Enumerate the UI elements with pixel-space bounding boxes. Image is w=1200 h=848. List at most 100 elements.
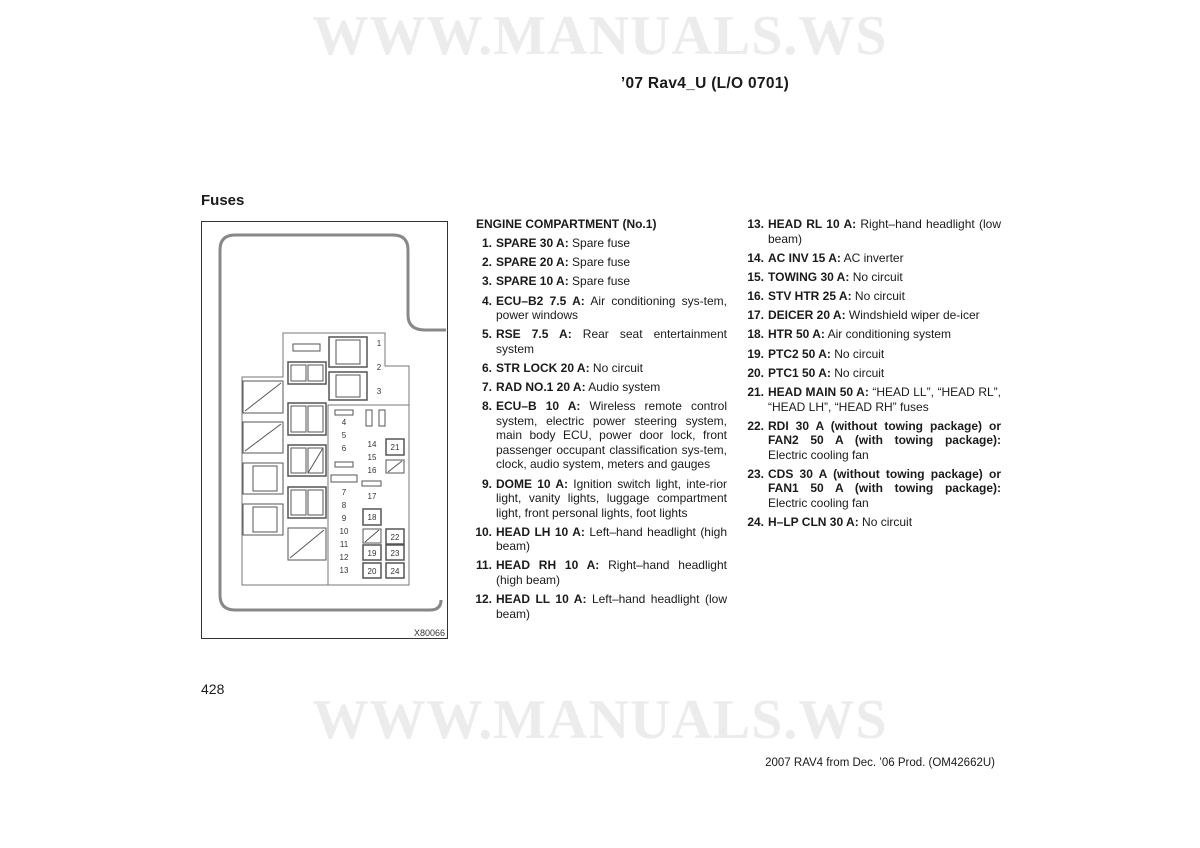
fuse-label-11: 11: [340, 540, 349, 549]
fuse-label-7: 7: [342, 488, 347, 497]
fuse-description: “HEAD LL”, “HEAD RL”, “HEAD LH”, “HEAD R…: [768, 385, 1001, 414]
fuse-name: HEAD RH 10 A:: [496, 558, 600, 573]
fuse-description: No circuit: [852, 269, 903, 284]
fuse-list-item: 20. PTC1 50 A: No circuit: [740, 366, 1001, 381]
item-number: 5.: [481, 327, 492, 342]
fuse-name: RSE 7.5 A:: [496, 327, 572, 342]
diagram-code: X80066: [414, 628, 445, 638]
fuse-label-15: 15: [368, 453, 377, 462]
fuse-description: Rear seat entertainment system: [496, 327, 727, 356]
fuse-description: Ignition switch light, inte-rior light, …: [496, 476, 728, 520]
item-number: 12.: [475, 592, 492, 607]
fuse-list-item: 16.STV HTR 25 A: No circuit: [740, 289, 1001, 304]
fuse-description: Air conditioning system: [827, 327, 951, 342]
item-number: 20.: [747, 365, 764, 380]
item-number: 10.: [475, 524, 492, 539]
item-text: HTR 50 A: Air conditioning system: [768, 327, 1001, 342]
fuse-list-item: 14. AC INV 15 A: AC inverter: [740, 251, 1001, 266]
fuse-list-item: 9.DOME 10 A: Ignition switch light, inte…: [468, 477, 727, 521]
fuse-name: HTR 50 A:: [768, 327, 825, 342]
fuse-label-5: 5: [342, 431, 347, 440]
fuse-list-item: 23.CDS 30 A (without towing package) or …: [740, 467, 1001, 511]
item-number: 9.: [481, 476, 492, 491]
fuse-list-item: 24.H–LP CLN 30 A: No circuit: [740, 515, 1001, 530]
item-number: 24.: [747, 515, 764, 530]
fuse-description: Windshield wiper de-icer: [848, 308, 980, 323]
item-number: 18.: [747, 327, 764, 342]
fuse-label-17: 17: [368, 492, 377, 501]
section-title: Fuses: [201, 192, 245, 209]
fuse-list-item: 13. HEAD RL 10 A: Right–hand headlight (l…: [740, 217, 1001, 246]
item-number: 8.: [481, 399, 492, 414]
item-number: 11.: [475, 558, 492, 573]
fuse-label-12: 12: [340, 553, 349, 562]
item-number: 2.: [481, 255, 492, 270]
fuse-list-column-1: ENGINE COMPARTMENT (No.1) 1.SPARE 30 A: …: [468, 217, 727, 626]
fuse-label-8: 8: [342, 501, 347, 510]
fuse-label-10: 10: [340, 527, 349, 536]
fuse-label-1: 1: [377, 339, 382, 348]
fuse-list-item: 7.RAD NO.1 20 A: Audio system: [468, 380, 727, 395]
fuse-description: Right–hand headlight (low beam): [768, 217, 1001, 246]
fuse-description: No circuit: [834, 365, 885, 380]
fuse-list-item: 22. RDI 30 A (without towing package) or …: [740, 419, 1001, 463]
item-number: 6.: [481, 360, 492, 375]
watermark-top: WWW.MANUALS.WS: [312, 5, 888, 67]
item-text: ECU–B 10 A: Wireless remote control syst…: [496, 399, 727, 472]
fuse-description: Air conditioning sys-tem, power windows: [496, 293, 727, 323]
item-number: 19.: [747, 346, 764, 361]
item-number: 15.: [747, 269, 764, 284]
fuse-list-item: 8. ECU–B 10 A: Wireless remote control sy…: [468, 399, 727, 472]
item-number: 23.: [747, 466, 764, 481]
page-number: 428: [201, 681, 225, 697]
fuse-name: RAD NO.1 20 A:: [496, 380, 586, 395]
fuse-label-23: 23: [391, 549, 400, 558]
fuse-label-18: 18: [368, 513, 377, 522]
fuse-list-item: 6. STR LOCK 20 A: No circuit: [468, 361, 727, 376]
item-number: 1.: [481, 236, 492, 250]
item-text: HEAD RL 10 A: Right–hand headlight (low …: [768, 217, 1001, 246]
fuse-name: AC INV 15 A:: [768, 250, 841, 265]
item-text: RDI 30 A (without towing package) or FAN…: [768, 419, 1001, 463]
fuse-label-13: 13: [340, 566, 349, 575]
item-text: HEAD MAIN 50 A: “HEAD LL”, “HEAD RL”, “H…: [768, 385, 1001, 414]
fuse-label-20: 20: [368, 567, 377, 576]
fuse-name: STR LOCK 20 A:: [496, 360, 590, 375]
fuse-description: No circuit: [834, 346, 885, 361]
item-number: 14.: [747, 250, 764, 265]
fuse-label-9: 9: [342, 514, 347, 523]
fuse-list-item: 12.HEAD LL 10 A: Left–hand headlight (lo…: [468, 592, 727, 621]
fuse-description: No circuit: [862, 515, 913, 530]
item-number: 16.: [747, 289, 764, 304]
fuse-description: Audio system: [588, 380, 661, 395]
fuse-description: AC inverter: [843, 250, 904, 265]
fuse-name: TOWING 30 A:: [768, 269, 850, 284]
fuse-list-item: 1. SPARE 30 A: Spare fuse: [468, 236, 727, 251]
fuse-description: Spare fuse: [572, 274, 631, 289]
fuse-list-item: 2. SPARE 20 A: Spare fuse: [468, 255, 727, 270]
fuse-description: Electric cooling fan: [768, 447, 869, 462]
fuse-name: HEAD LH 10 A:: [496, 524, 585, 539]
fuse-list-item: 15. TOWING 30 A: No circuit: [740, 270, 1001, 285]
item-text: PTC2 50 A: No circuit: [768, 347, 1001, 362]
fuse-description: Wireless remote control system, electric…: [496, 399, 727, 472]
fuse-label-24: 24: [391, 567, 400, 576]
item-text: SPARE 10 A: Spare fuse: [496, 274, 727, 289]
item-number: 13.: [747, 217, 764, 231]
item-text: PTC1 50 A: No circuit: [768, 366, 1001, 381]
fuse-label-21: 21: [391, 443, 400, 452]
item-number: 22.: [747, 418, 764, 433]
fuse-label-22: 22: [391, 533, 400, 542]
item-text: SPARE 20 A: Spare fuse: [496, 255, 727, 270]
item-text: ECU–B2 7.5 A: Air conditioning sys-tem, …: [496, 294, 727, 323]
fuse-name: SPARE 10 A:: [496, 274, 569, 289]
fuse-label-2: 2: [377, 363, 382, 372]
fuse-box-diagram: 1 2 3 4 5 6 7 8 9 10 11 12 13 14 15 16 1…: [200, 220, 450, 640]
fuse-name: HEAD LL 10 A:: [496, 592, 587, 607]
fuse-description: No circuit: [592, 360, 643, 375]
fuse-name: PTC2 50 A:: [768, 346, 831, 361]
item-text: STR LOCK 20 A: No circuit: [496, 361, 727, 376]
item-text: SPARE 30 A: Spare fuse: [496, 236, 727, 251]
item-text: RSE 7.5 A: Rear seat entertainment syste…: [496, 327, 727, 356]
fuse-description: Spare fuse: [572, 236, 631, 250]
